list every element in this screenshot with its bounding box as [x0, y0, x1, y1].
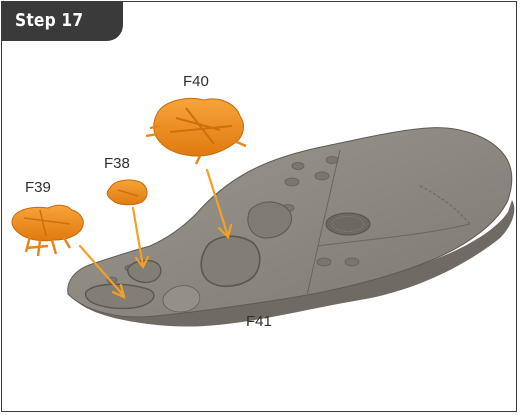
label-f38: F38 — [104, 155, 130, 172]
recess-f40 — [201, 236, 260, 286]
f40-part — [146, 99, 246, 165]
label-f40: F40 — [183, 73, 209, 90]
f39-part — [12, 205, 83, 256]
f38-part — [107, 180, 147, 205]
f41-base-part — [68, 128, 515, 327]
recess-f39 — [86, 284, 154, 308]
label-f41: F41 — [246, 313, 272, 330]
label-f39: F39 — [25, 179, 51, 196]
